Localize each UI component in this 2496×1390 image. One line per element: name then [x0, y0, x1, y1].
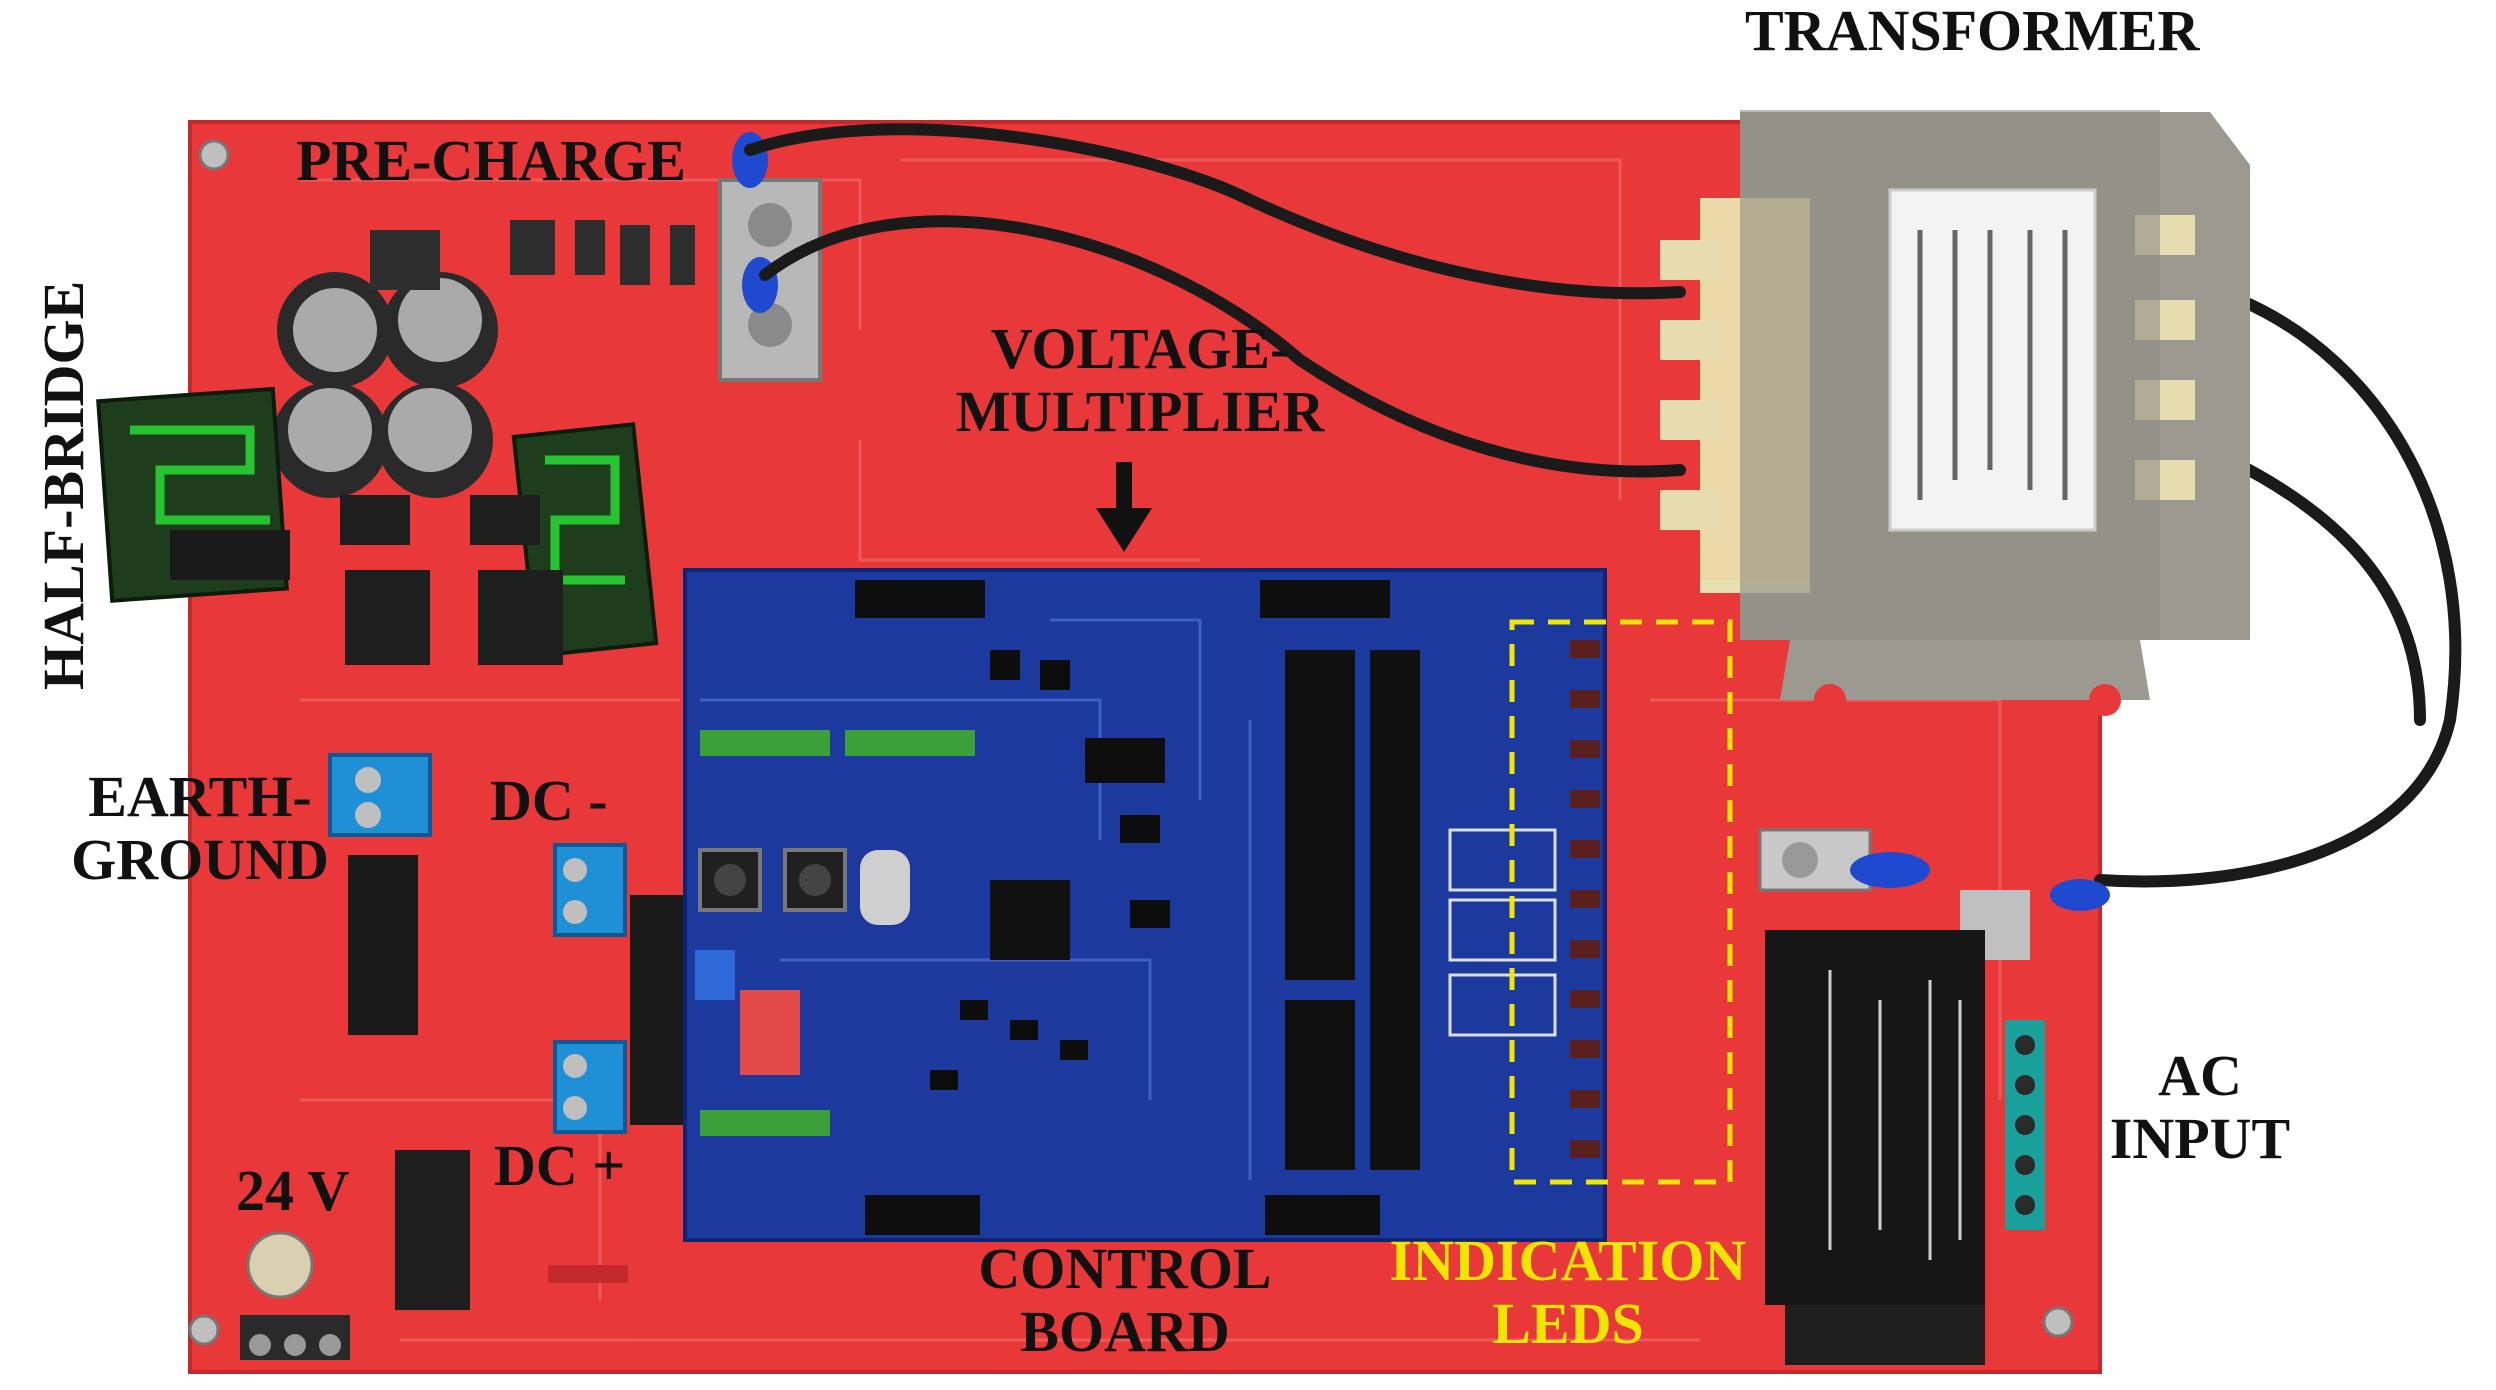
label-dc-minus: DC -	[490, 768, 608, 833]
label-earth-ground-line1: EARTH-	[88, 764, 312, 829]
label-voltage-multiplier-line2: MULTIPLIER	[955, 378, 1325, 444]
emi-filter	[1765, 930, 2045, 1365]
earth-ground-terminal	[328, 753, 432, 837]
indication-led-row	[1570, 640, 1600, 1158]
capacitors	[272, 272, 498, 498]
label-voltage-multiplier: VOLTAGE- MULTIPLIER	[940, 316, 1340, 444]
label-indication-leds-line1: INDICATION	[1389, 1228, 1747, 1293]
label-ac-input-line1: AC	[2158, 1043, 2242, 1108]
label-ac-input-line2: INPUT	[2109, 1105, 2291, 1171]
control-board	[683, 568, 1607, 1242]
transformer	[1660, 110, 2250, 716]
label-earth-ground: EARTH- GROUND	[55, 764, 345, 892]
label-transformer: TRANSFORMER	[1745, 0, 2200, 63]
indication-leds-highlight	[1509, 619, 1733, 1185]
transformer-wires	[744, 123, 2462, 888]
label-voltage-multiplier-line1: VOLTAGE-	[990, 316, 1290, 381]
label-ac-input: AC INPUT	[2080, 1043, 2320, 1171]
label-indication-leds: INDICATION LEDS	[1368, 1228, 1768, 1356]
label-dc-plus: DC +	[494, 1133, 626, 1198]
label-pre-charge: PRE-CHARGE	[296, 128, 686, 193]
24v-supply	[240, 1150, 628, 1360]
label-indication-leds-line2: LEDS	[1492, 1290, 1644, 1356]
label-control-board-line1: CONTROL	[978, 1236, 1272, 1301]
screw-icons	[188, 139, 2074, 1346]
label-control-board-line2: BOARD	[1020, 1298, 1230, 1364]
label-24v: 24 V	[236, 1158, 350, 1223]
dc-plus-terminal	[553, 1040, 627, 1134]
dc-minus-terminal	[553, 843, 627, 937]
ac-input-lug	[1758, 828, 2110, 960]
label-half-bridge: HALF-BRIDGE	[31, 280, 96, 690]
label-control-board: CONTROL BOARD	[940, 1236, 1310, 1364]
label-earth-ground-line2: GROUND	[71, 826, 329, 892]
arrow-down-icon	[1096, 462, 1152, 552]
